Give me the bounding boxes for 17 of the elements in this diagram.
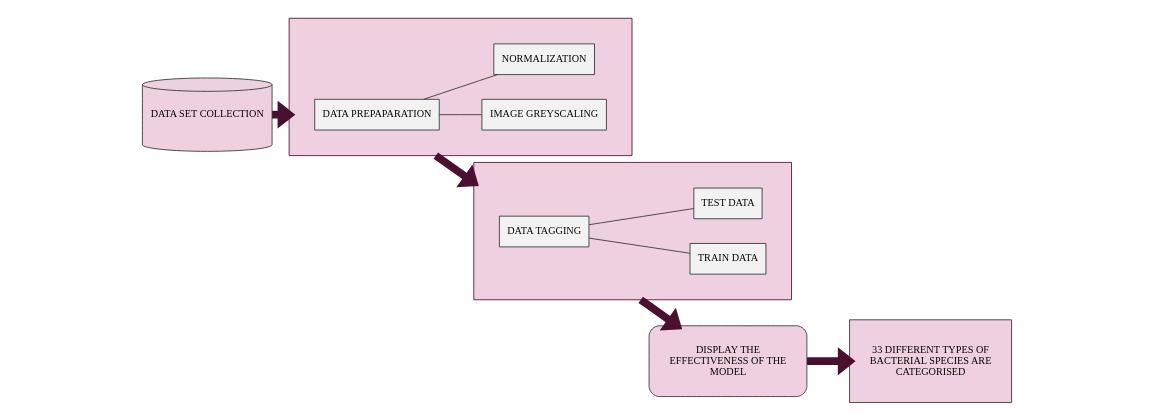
arrow	[637, 296, 682, 331]
node-box: DISPLAY THE EFFECTIVENESS OF THE MODEL	[648, 325, 807, 397]
arrow	[806, 347, 856, 376]
arrow	[433, 152, 479, 188]
connector	[588, 208, 694, 226]
cluster	[472, 162, 792, 301]
connector	[438, 114, 482, 116]
connector	[422, 74, 498, 100]
node-box: TRAIN DATA	[689, 243, 766, 275]
node-box: TEST DATA	[692, 187, 762, 220]
node-box: DATA TAGGING	[498, 215, 589, 248]
node-box: IMAGE GREYSCALING	[480, 98, 607, 131]
node-box: NORMALIZATION	[492, 43, 595, 75]
cluster	[288, 17, 632, 157]
connector	[588, 237, 690, 254]
node-box: DATA PREPAPARATION	[313, 98, 440, 131]
node-box: 33 DIFFERENT TYPES OF BACTERIAL SPECIES ARE CATEGORISED	[848, 319, 1012, 403]
